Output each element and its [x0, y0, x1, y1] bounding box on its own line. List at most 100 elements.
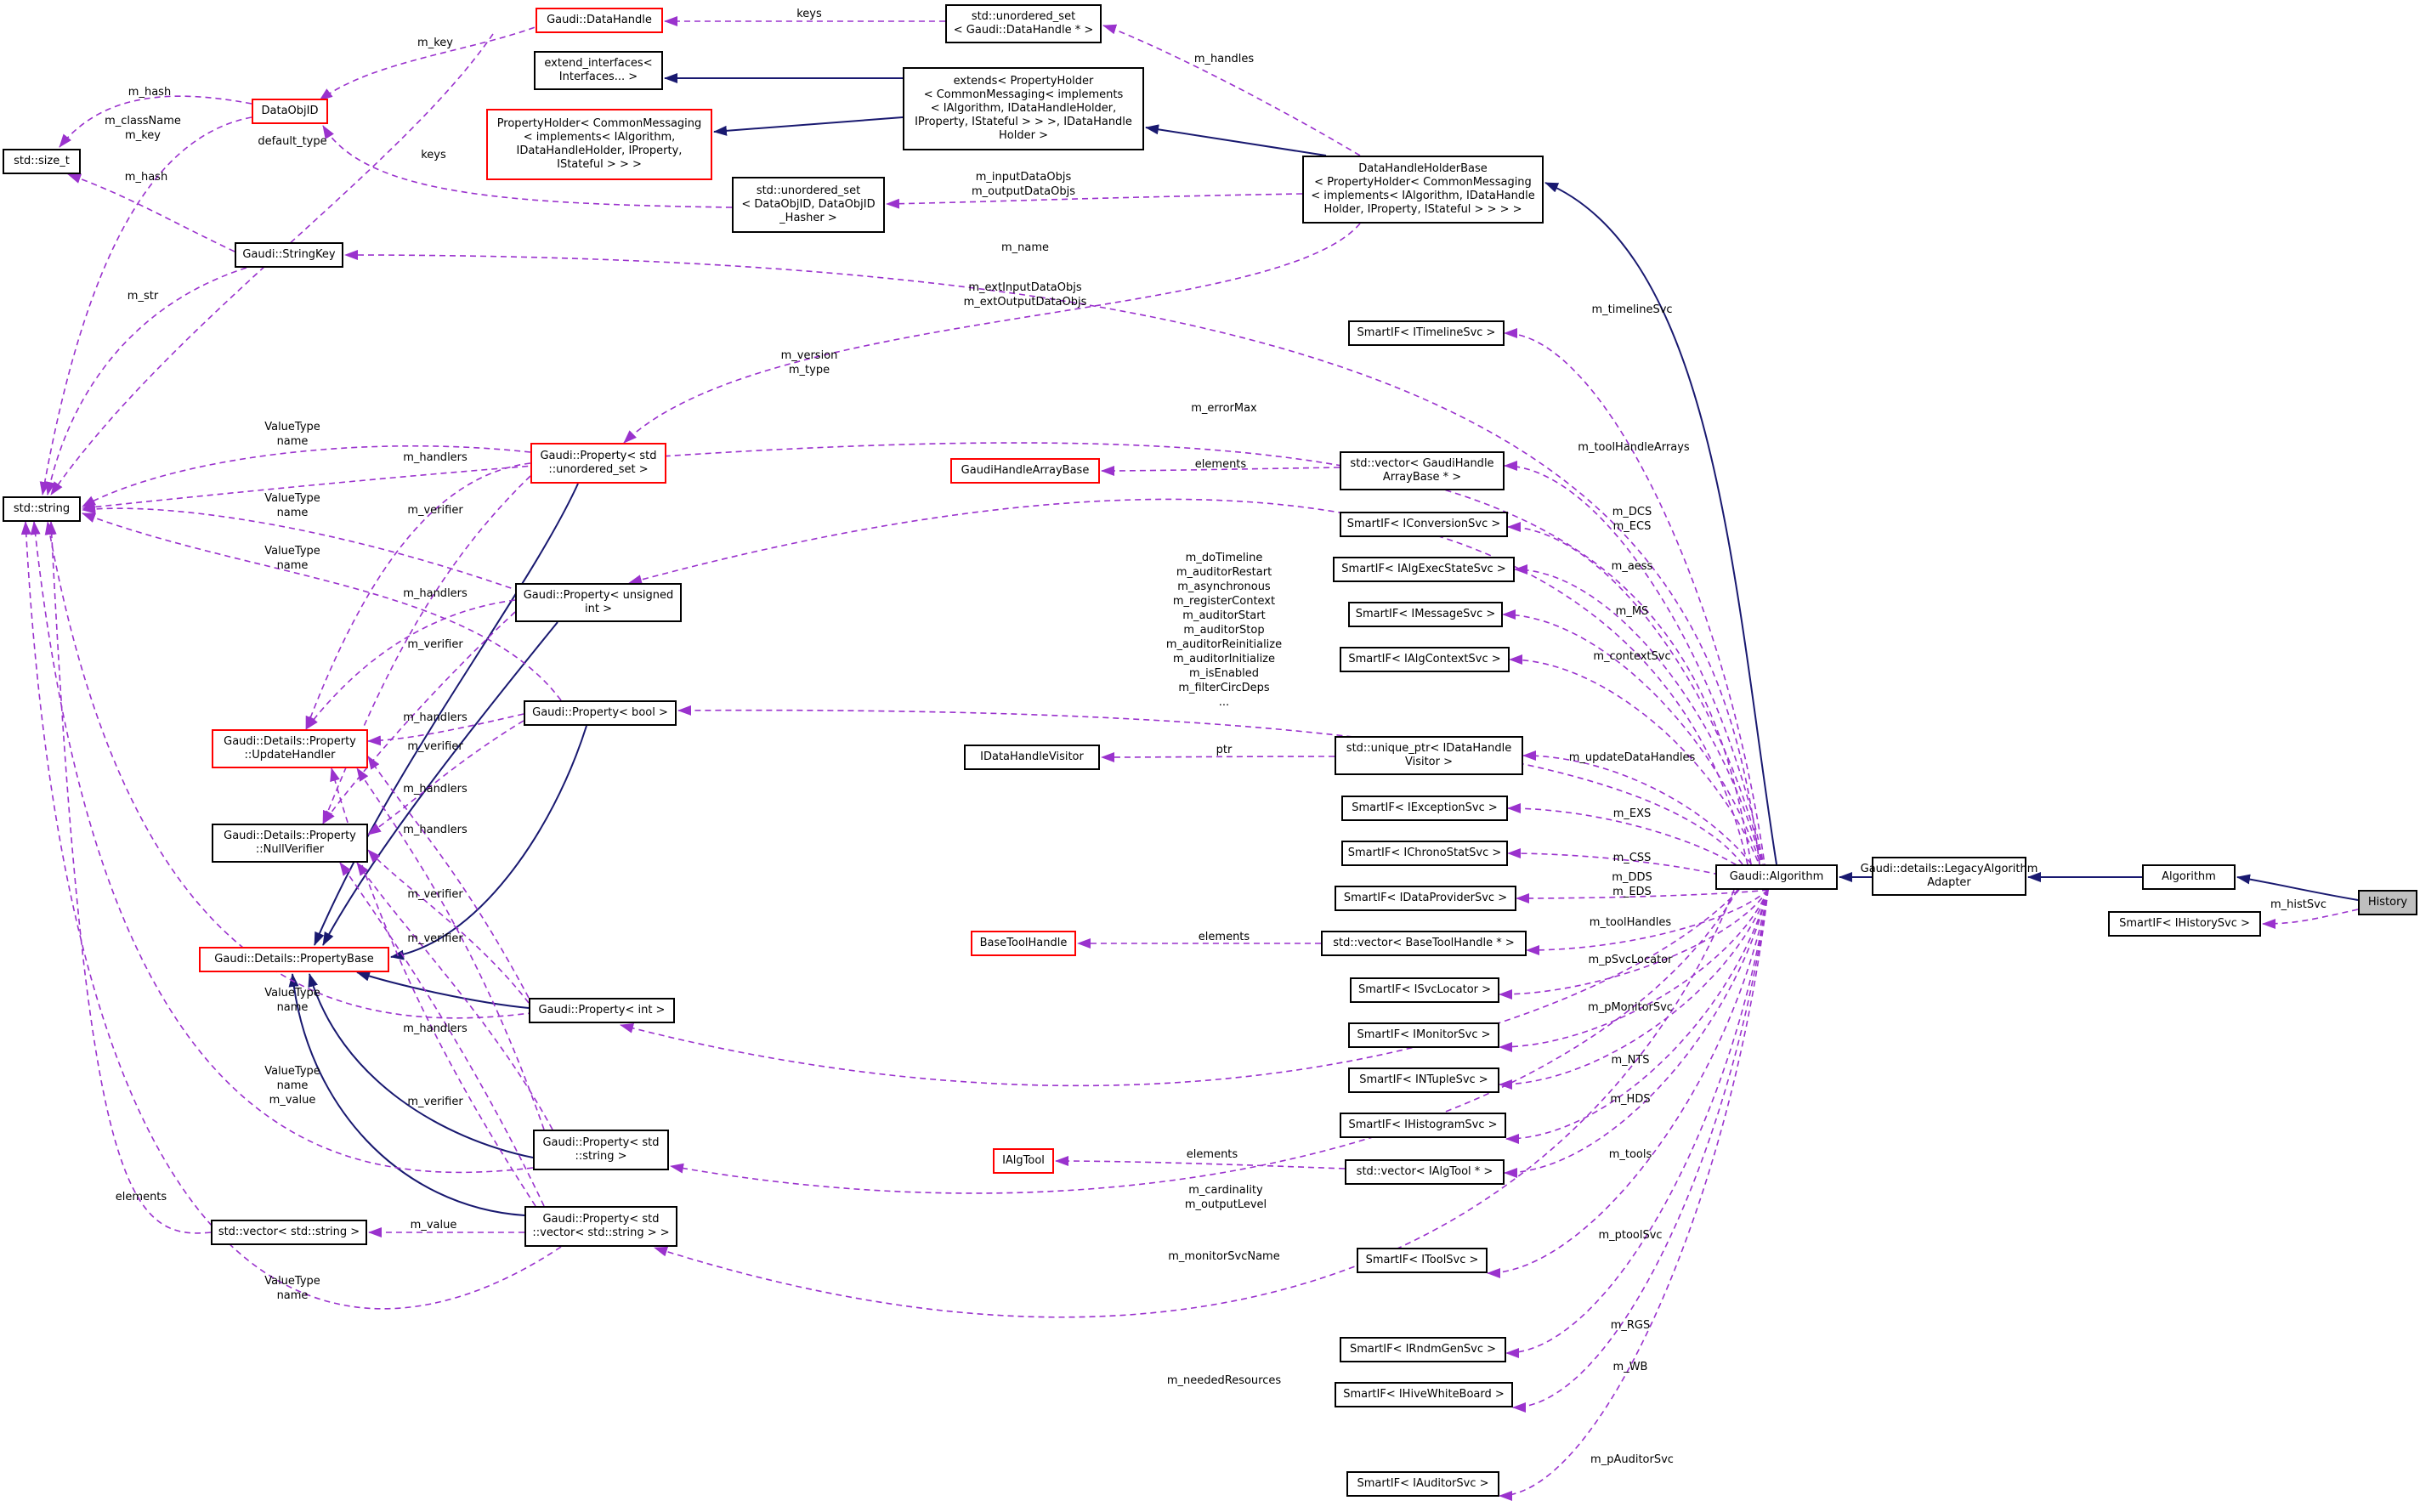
node-vector-string[interactable]: std::vector< std::string > — [211, 1220, 367, 1245]
node-smartif-idataprovidersvc[interactable]: SmartIF< IDataProviderSvc > — [1335, 886, 1516, 911]
node-gaudi-property-vector-string[interactable]: Gaudi::Property< std ::vector< std::stri… — [524, 1206, 677, 1247]
node-gaudi-property-unordered-set[interactable]: Gaudi::Property< std ::unordered_set > — [530, 443, 666, 484]
node-smartif-ihistorysvc[interactable]: SmartIF< IHistorySvc > — [2108, 911, 2261, 937]
node-gaudihandlearraybase[interactable]: GaudiHandleArrayBase — [950, 458, 1100, 484]
usage-m-hash-top — [59, 95, 252, 148]
usage-m-verifier-2 — [322, 611, 516, 824]
usage-smartif-itoolsvc — [1487, 889, 1769, 1278]
usage-valuetype-name-1 — [82, 445, 531, 507]
edge-label-m-key: m_key — [417, 37, 453, 49]
edge-label-m-str: m_str — [128, 290, 159, 303]
node-updatehandler[interactable]: Gaudi::Details::Property ::UpdateHandler — [212, 729, 368, 768]
edge-label-m-ms: m_MS — [1616, 605, 1649, 618]
node-propertyholder[interactable]: PropertyHolder< CommonMessaging < implem… — [486, 109, 712, 180]
node-gaudi-datahandle[interactable]: Gaudi::DataHandle — [536, 8, 663, 33]
node-smartif-isvclocator[interactable]: SmartIF< ISvcLocator > — [1350, 977, 1499, 1003]
node-unordered-set-dataobjid[interactable]: std::unordered_set < DataObjID, DataObjI… — [732, 177, 885, 233]
node-smartif-intuplesvc[interactable]: SmartIF< INTupleSvc > — [1348, 1067, 1499, 1093]
node-ialgtool[interactable]: IAlgTool — [993, 1148, 1054, 1174]
node-basetoolhandle[interactable]: BaseToolHandle — [971, 931, 1076, 956]
usage-smartif-imessagesvc — [1502, 609, 1769, 891]
usage-elements-gharray — [1101, 465, 1340, 476]
edge-label-m-nts: m_NTS — [1611, 1054, 1649, 1067]
edge-label-m-value: m_value — [411, 1219, 457, 1232]
node-smartif-irndmgensvc[interactable]: SmartIF< IRndmGenSvc > — [1340, 1337, 1506, 1362]
edge-label-m-handles: m_handles — [1194, 53, 1254, 65]
usage-valuetype-name-4 — [44, 521, 545, 1019]
node-gaudi-property-int[interactable]: Gaudi::Property< int > — [529, 998, 675, 1023]
node-idatahandlevisitor[interactable]: IDataHandleVisitor — [964, 745, 1100, 770]
edge-label-ptr: ptr — [1216, 744, 1233, 756]
edge-label-m-hash-mid: m_hash — [125, 171, 167, 184]
node-smartif-iauditorsvc[interactable]: SmartIF< IAuditorSvc > — [1346, 1471, 1499, 1497]
node-smartif-itoolsvc[interactable]: SmartIF< IToolSvc > — [1357, 1248, 1488, 1273]
edge-label-m-css: m_CSS — [1613, 852, 1652, 864]
node-gaudi-property-string[interactable]: Gaudi::Property< std ::string > — [533, 1130, 669, 1170]
usage-m-verifier-5 — [367, 849, 530, 1004]
node-smartif-ichronostatsvc[interactable]: SmartIF< IChronoStatSvc > — [1341, 841, 1508, 866]
node-algorithm[interactable]: Algorithm — [2142, 864, 2236, 890]
usage-elements-ialgtool — [1055, 1156, 1346, 1169]
node-smartif-itimelinesvc[interactable]: SmartIF< ITimelineSvc > — [1348, 320, 1505, 346]
node-extend-interfaces[interactable]: extend_interfaces< Interfaces... > — [534, 51, 663, 90]
node-smartif-ihivewhiteboard[interactable]: SmartIF< IHiveWhiteBoard > — [1335, 1382, 1513, 1407]
usage-m-classname — [39, 116, 252, 496]
node-vector-basetoolhandle[interactable]: std::vector< BaseToolHandle * > — [1321, 931, 1527, 956]
edge-label-m-hds: m_HDS — [1610, 1093, 1650, 1106]
node-extends-propertyholder[interactable]: extends< PropertyHolder < CommonMessagin… — [903, 67, 1144, 150]
node-smartif-imessagesvc[interactable]: SmartIF< IMessageSvc > — [1348, 602, 1503, 627]
edge-label-m-verifier-4: m_verifier — [407, 888, 463, 901]
node-smartif-ialgexecstatesvc[interactable]: SmartIF< IAlgExecStateSvc > — [1333, 557, 1515, 582]
node-vector-gaudihandlearraybase[interactable]: std::vector< GaudiHandle ArrayBase * > — [1340, 451, 1505, 490]
inheritance-bool-propertybase — [390, 725, 587, 960]
usage-m-ext-input-output — [623, 223, 1361, 444]
edge-label-m-verifier-3: m_verifier — [407, 740, 463, 753]
edge-label-m-pauditorsvc: m_pAuditorSvc — [1590, 1453, 1674, 1466]
usage-m-handlers-4 — [367, 756, 530, 999]
node-std-size-t[interactable]: std::size_t — [3, 149, 81, 174]
edge-label-m-psvclocator: m_pSvcLocator — [1589, 954, 1674, 966]
usage-m-handlers-3 — [367, 713, 524, 746]
edge-label-m-contextsvc: m_contextSvc — [1593, 650, 1670, 663]
edge-label-m-timelinesvc: m_timelineSvc — [1591, 303, 1672, 316]
edge-label-m-wb: m_WB — [1613, 1361, 1648, 1373]
edge-label-elements-gharray: elements — [1195, 458, 1247, 471]
node-vector-ialgtool[interactable]: std::vector< IAlgTool * > — [1345, 1159, 1505, 1185]
node-nullverifier[interactable]: Gaudi::Details::Property ::NullVerifier — [212, 824, 368, 863]
node-std-string[interactable]: std::string — [3, 496, 81, 522]
usage-valuetype-name-2 — [82, 503, 531, 596]
node-gaudi-stringkey[interactable]: Gaudi::StringKey — [235, 242, 343, 268]
node-legacy-adapter[interactable]: Gaudi::details::LegacyAlgorithm Adapter — [1861, 857, 2037, 896]
node-gaudi-algorithm[interactable]: Gaudi::Algorithm — [1715, 864, 1838, 890]
node-smartif-imonitorsvc[interactable]: SmartIF< IMonitorSvc > — [1348, 1022, 1499, 1048]
node-smartif-ialgcontextsvc[interactable]: SmartIF< IAlgContextSvc > — [1340, 647, 1510, 672]
edge-label-m-toolhandlearrays: m_toolHandleArrays — [1578, 441, 1690, 454]
usage-smartif-intuplesvc — [1499, 889, 1769, 1090]
node-datahandleholderbase[interactable]: DataHandleHolderBase < PropertyHolder< C… — [1302, 156, 1544, 224]
usage-bool-props — [677, 705, 1743, 865]
node-dataobjid[interactable]: DataObjID — [252, 99, 328, 124]
node-history[interactable]: History — [2358, 890, 2417, 915]
usage-smartif-iconversionsvc — [1507, 522, 1769, 891]
node-smartif-ihistogramsvc[interactable]: SmartIF< IHistogramSvc > — [1340, 1113, 1506, 1138]
node-unique-ptr-idatahandlevisitor[interactable]: std::unique_ptr< IDataHandle Visitor > — [1335, 736, 1523, 775]
node-smartif-iexceptionsvc[interactable]: SmartIF< IExceptionSvc > — [1341, 796, 1508, 821]
node-unordered-set-datahandle[interactable]: std::unordered_set < Gaudi::DataHandle *… — [945, 4, 1102, 43]
usage-smartif-isvclocator — [1499, 889, 1769, 1000]
edge-label-elements-vector: elements — [116, 1191, 167, 1203]
edge-label-m-handlers-3: m_handlers — [403, 711, 468, 724]
node-gaudi-property-bool[interactable]: Gaudi::Property< bool > — [524, 700, 677, 726]
node-propertybase[interactable]: Gaudi::Details::PropertyBase — [199, 947, 389, 972]
node-smartif-iconversionsvc[interactable]: SmartIF< IConversionSvc > — [1340, 512, 1508, 537]
node-gaudi-property-unsigned-int[interactable]: Gaudi::Property< unsigned int > — [515, 583, 682, 622]
usage-m-hash-mid — [67, 173, 235, 252]
